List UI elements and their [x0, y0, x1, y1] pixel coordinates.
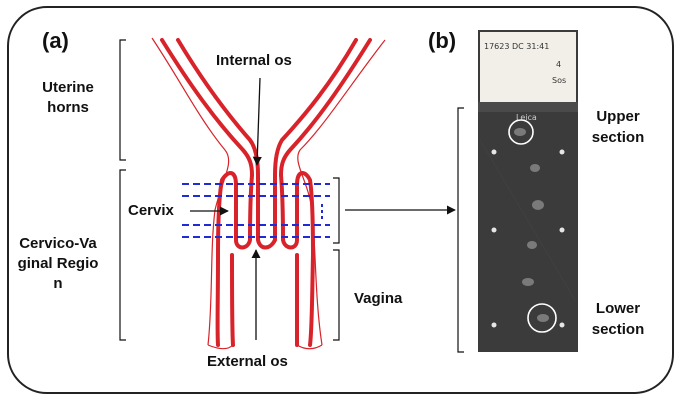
vagina-label: Vagina: [354, 290, 403, 307]
section-lines: [182, 183, 330, 238]
slide-frosted-top: [478, 102, 578, 112]
slide-dots: [491, 149, 565, 328]
upper-section-label: Upper section: [591, 108, 645, 146]
uterine-horns-label: Uterine horns: [42, 79, 94, 116]
cervix-right-loop: [279, 171, 315, 347]
vagina-inner-left: [230, 253, 235, 347]
figure-frame: [7, 6, 674, 394]
external-os-label: External os: [207, 353, 288, 370]
outer-outline-bottom-left: [207, 344, 234, 350]
slide-scratch: [479, 139, 576, 301]
cervico-vaginal-region-label: Cervico-Vaginal Region: [17, 235, 99, 292]
uterine-horn-left-outer: [160, 38, 254, 177]
slide-brand-text: Leica: [516, 113, 537, 122]
slide-label-area: [480, 32, 576, 102]
slide-handwriting-line3: Sos: [552, 76, 567, 85]
reproductive-tract-drawing: [151, 37, 386, 350]
slide-handwriting-line2: 4: [556, 60, 562, 69]
internal-os-label: Internal os: [216, 52, 292, 69]
slide-handwriting-line1: 17623 DC 31:41: [484, 42, 550, 51]
bracket-slide-left: [457, 107, 464, 353]
upper-section-circle: [508, 119, 534, 145]
panel-a-label: (a): [42, 28, 69, 53]
histology-slide: [478, 30, 578, 352]
tissue-sections: [514, 128, 549, 322]
cervix-label: Cervix: [128, 202, 174, 219]
bracket-vagina: [333, 249, 340, 341]
cervix-left-loop: [215, 171, 254, 347]
cervix-center-left: [255, 173, 278, 250]
outer-outline-bottom-right: [296, 344, 323, 350]
bracket-cervix-right: [333, 177, 340, 244]
lower-section-label: Lower section: [591, 300, 645, 338]
uterine-horn-right-outer: [279, 38, 372, 177]
bracket-uterine-horns: [119, 39, 126, 161]
internal-os-arrow: [252, 77, 262, 166]
uterine-horn-right-inner: [273, 38, 358, 177]
bracket-cervico-vaginal: [119, 169, 126, 341]
lower-section-circle: [527, 303, 557, 333]
arrows: [190, 77, 456, 340]
panel-b-label: (b): [428, 28, 457, 53]
brackets: [119, 39, 464, 353]
